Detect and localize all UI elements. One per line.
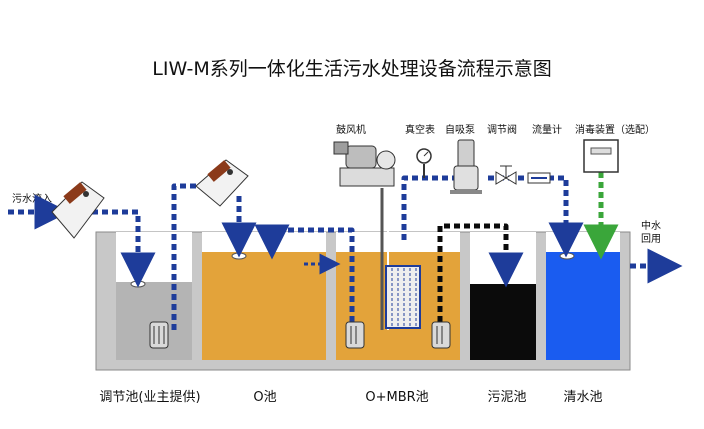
tank-label-mbr: O+MBR池 [365, 390, 429, 405]
disinfection-device-icon [583, 139, 619, 173]
tank-label-o: O池 [253, 390, 277, 405]
regulating-valve-icon [495, 165, 517, 185]
blower-icon [333, 141, 396, 187]
diagram-title: LIW-M系列一体化生活污水处理设备流程示意图 [152, 58, 552, 80]
blower-label: 鼓风机 [336, 125, 366, 136]
self-priming-pump-label: 自吸泵 [445, 125, 475, 136]
clear-tank-water [546, 252, 620, 360]
regulating-surface-marker [130, 280, 146, 288]
self-priming-pump-icon [450, 139, 482, 194]
vacuum-gauge-icon [416, 148, 432, 178]
tank-label-sludge: 污泥池 [487, 390, 527, 405]
submersible-pump-regulating [149, 321, 169, 349]
inlet-label: 污水流入 [12, 194, 52, 205]
outlet-label: 中水回用 [641, 221, 661, 245]
tank-label-regulating: 调节池(业主提供) [99, 390, 201, 405]
flow-meter-icon [527, 172, 551, 184]
pipe-network [8, 172, 683, 330]
sludge-tank-contents [470, 284, 536, 360]
flow-meter-label: 流量计 [532, 125, 562, 136]
disinfection-device-label: 消毒装置（选配） [575, 125, 655, 136]
screen-filter-2 [195, 159, 249, 207]
o-tank-water [202, 252, 326, 360]
tank-label-clear: 清水池 [563, 390, 603, 405]
screen-filter-1 [51, 181, 105, 239]
clear-surface-marker [559, 252, 575, 260]
mbr-membrane-module [385, 265, 421, 329]
vacuum-gauge-label: 真空表 [405, 125, 435, 136]
o-surface-marker [231, 252, 247, 260]
submersible-pump-mbr-1 [345, 321, 365, 349]
regulating-valve-label: 调节阀 [487, 125, 517, 136]
submersible-pump-mbr-2 [431, 321, 451, 349]
